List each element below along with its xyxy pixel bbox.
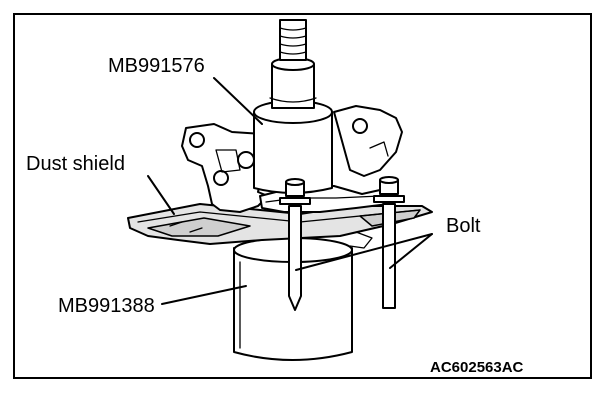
upper-tool-body (253, 19, 333, 194)
bolt-right (373, 176, 405, 309)
label-bolt: Bolt (446, 215, 481, 237)
leader-lines (147, 77, 433, 305)
label-mb991576: MB991576 (108, 55, 205, 77)
bolt-left (279, 178, 311, 311)
label-mb991388: MB991388 (58, 295, 155, 317)
figure-code: AC602563AC (430, 359, 524, 376)
label-dust-shield: Dust shield (26, 153, 125, 175)
